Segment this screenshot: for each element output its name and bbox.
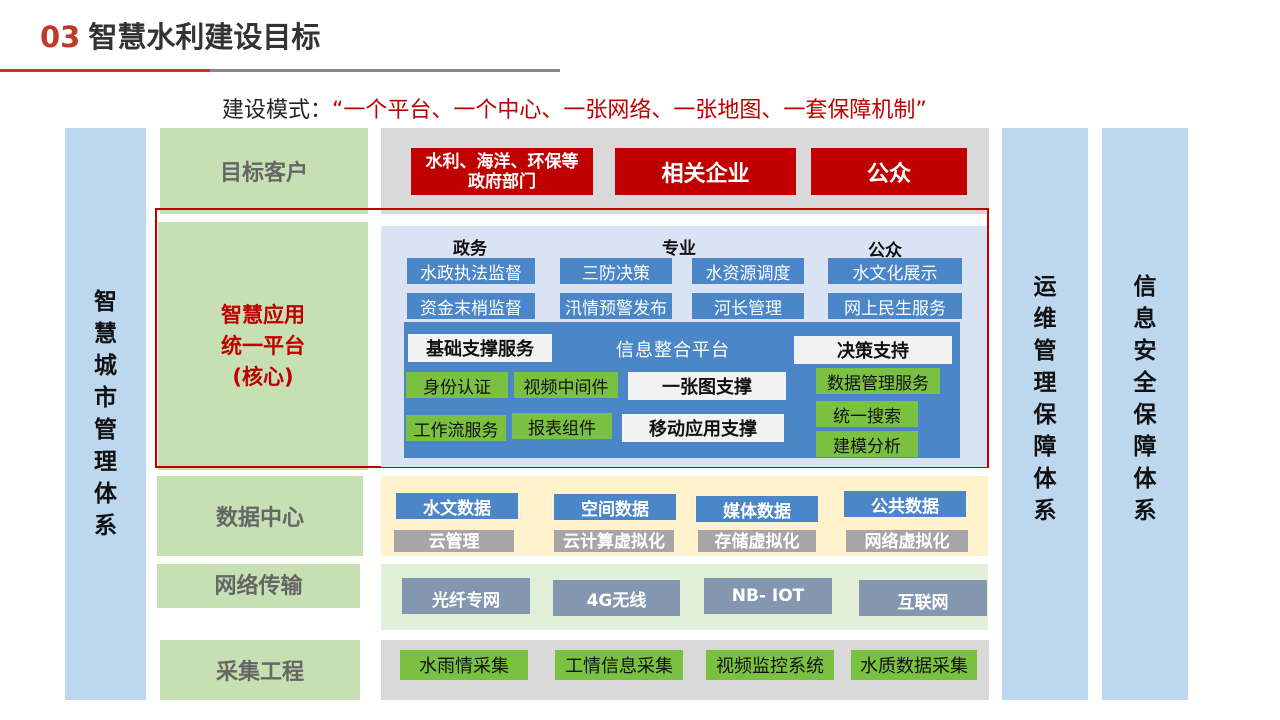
network-internet: 互联网 bbox=[859, 580, 987, 616]
collect-rain: 水雨情采集 bbox=[400, 650, 528, 680]
ops-guarantee-column: 运维管理保障体系 bbox=[1002, 128, 1088, 700]
modeling-analysis: 建模分析 bbox=[816, 431, 918, 457]
app-water-culture: 水文化展示 bbox=[828, 258, 962, 284]
layer-label-customers: 目标客户 bbox=[160, 128, 368, 214]
customer-enterprises: 相关企业 bbox=[615, 148, 796, 195]
smart-city-management-column: 智慧城市管理体系 bbox=[65, 128, 146, 700]
mode-label: 建设模式： bbox=[222, 98, 333, 123]
app-flood-decision: 三防决策 bbox=[560, 258, 672, 284]
ops-guarantee-label: 运维管理保障体系 bbox=[1033, 274, 1057, 524]
identity-auth: 身份认证 bbox=[406, 372, 508, 398]
basic-support-services: 基础支撑服务 bbox=[408, 334, 552, 362]
category-government: 政务 bbox=[453, 239, 487, 259]
layer-label-collection: 采集工程 bbox=[160, 640, 360, 700]
collect-video: 视频监控系统 bbox=[706, 650, 834, 680]
collect-water-quality: 水质数据采集 bbox=[851, 650, 977, 680]
video-middleware: 视频中间件 bbox=[514, 372, 618, 398]
title-underline bbox=[210, 69, 560, 72]
decision-support: 决策支持 bbox=[794, 336, 952, 364]
unified-search: 统一搜索 bbox=[816, 401, 918, 427]
mobile-app-support: 移动应用支撑 bbox=[622, 414, 784, 442]
app-flood-warning: 汛情预警发布 bbox=[560, 293, 672, 319]
data-management-service: 数据管理服务 bbox=[816, 368, 940, 394]
app-online-services: 网上民生服务 bbox=[828, 293, 962, 319]
workflow-service: 工作流服务 bbox=[406, 415, 506, 441]
data-media: 媒体数据 bbox=[696, 496, 818, 522]
network-nbiot: NB- IOT bbox=[704, 578, 832, 614]
app-water-enforcement: 水政执法监督 bbox=[407, 258, 535, 284]
title-underline-accent bbox=[0, 69, 210, 72]
app-water-dispatch: 水资源调度 bbox=[692, 258, 804, 284]
storage-virtualization: 存储虚拟化 bbox=[698, 530, 816, 552]
customer-public: 公众 bbox=[811, 148, 967, 195]
layer-label-core: 智慧应用 统一平台 (核心) bbox=[158, 222, 368, 470]
network-virtualization: 网络虚拟化 bbox=[846, 530, 968, 552]
app-river-chief: 河长管理 bbox=[692, 293, 804, 319]
app-fund-supervision: 资金末梢监督 bbox=[407, 293, 535, 319]
category-public: 公众 bbox=[868, 241, 902, 261]
category-professional: 专业 bbox=[662, 239, 696, 259]
data-hydrology: 水文数据 bbox=[396, 493, 518, 519]
mode-text: “一个平台、一个中心、一张网络、一张地图、一套保障机制” bbox=[332, 98, 927, 123]
core-label-line2: 统一平台 bbox=[221, 333, 305, 358]
core-frame bbox=[155, 208, 989, 468]
network-4g: 4G无线 bbox=[553, 580, 680, 616]
collect-works-info: 工情信息采集 bbox=[555, 650, 683, 680]
data-spatial: 空间数据 bbox=[554, 494, 676, 520]
section-number: 03 bbox=[40, 20, 81, 54]
core-label-line1: 智慧应用 bbox=[221, 302, 305, 327]
platform-title: 信息整合平台 bbox=[616, 340, 730, 361]
map-support: 一张图支撑 bbox=[628, 372, 786, 400]
title-text: 智慧水利建设目标 bbox=[88, 20, 321, 54]
core-label-line3: (核心) bbox=[232, 364, 294, 389]
layer-label-data-center: 数据中心 bbox=[157, 476, 363, 556]
construction-mode: 建设模式：“一个平台、一个中心、一张网络、一张地图、一套保障机制” bbox=[222, 92, 927, 124]
cloud-management: 云管理 bbox=[394, 530, 514, 552]
report-component: 报表组件 bbox=[512, 413, 612, 439]
data-public: 公共数据 bbox=[844, 491, 966, 517]
security-guarantee-column: 信息安全保障体系 bbox=[1102, 128, 1188, 700]
customer-government: 水利、海洋、环保等政府部门 bbox=[411, 148, 593, 195]
network-fiber: 光纤专网 bbox=[402, 578, 530, 614]
smart-city-management-label: 智慧城市管理体系 bbox=[94, 289, 117, 539]
layer-label-network: 网络传输 bbox=[157, 564, 360, 608]
security-guarantee-label: 信息安全保障体系 bbox=[1133, 274, 1157, 524]
cloud-virtualization: 云计算虚拟化 bbox=[554, 530, 674, 552]
